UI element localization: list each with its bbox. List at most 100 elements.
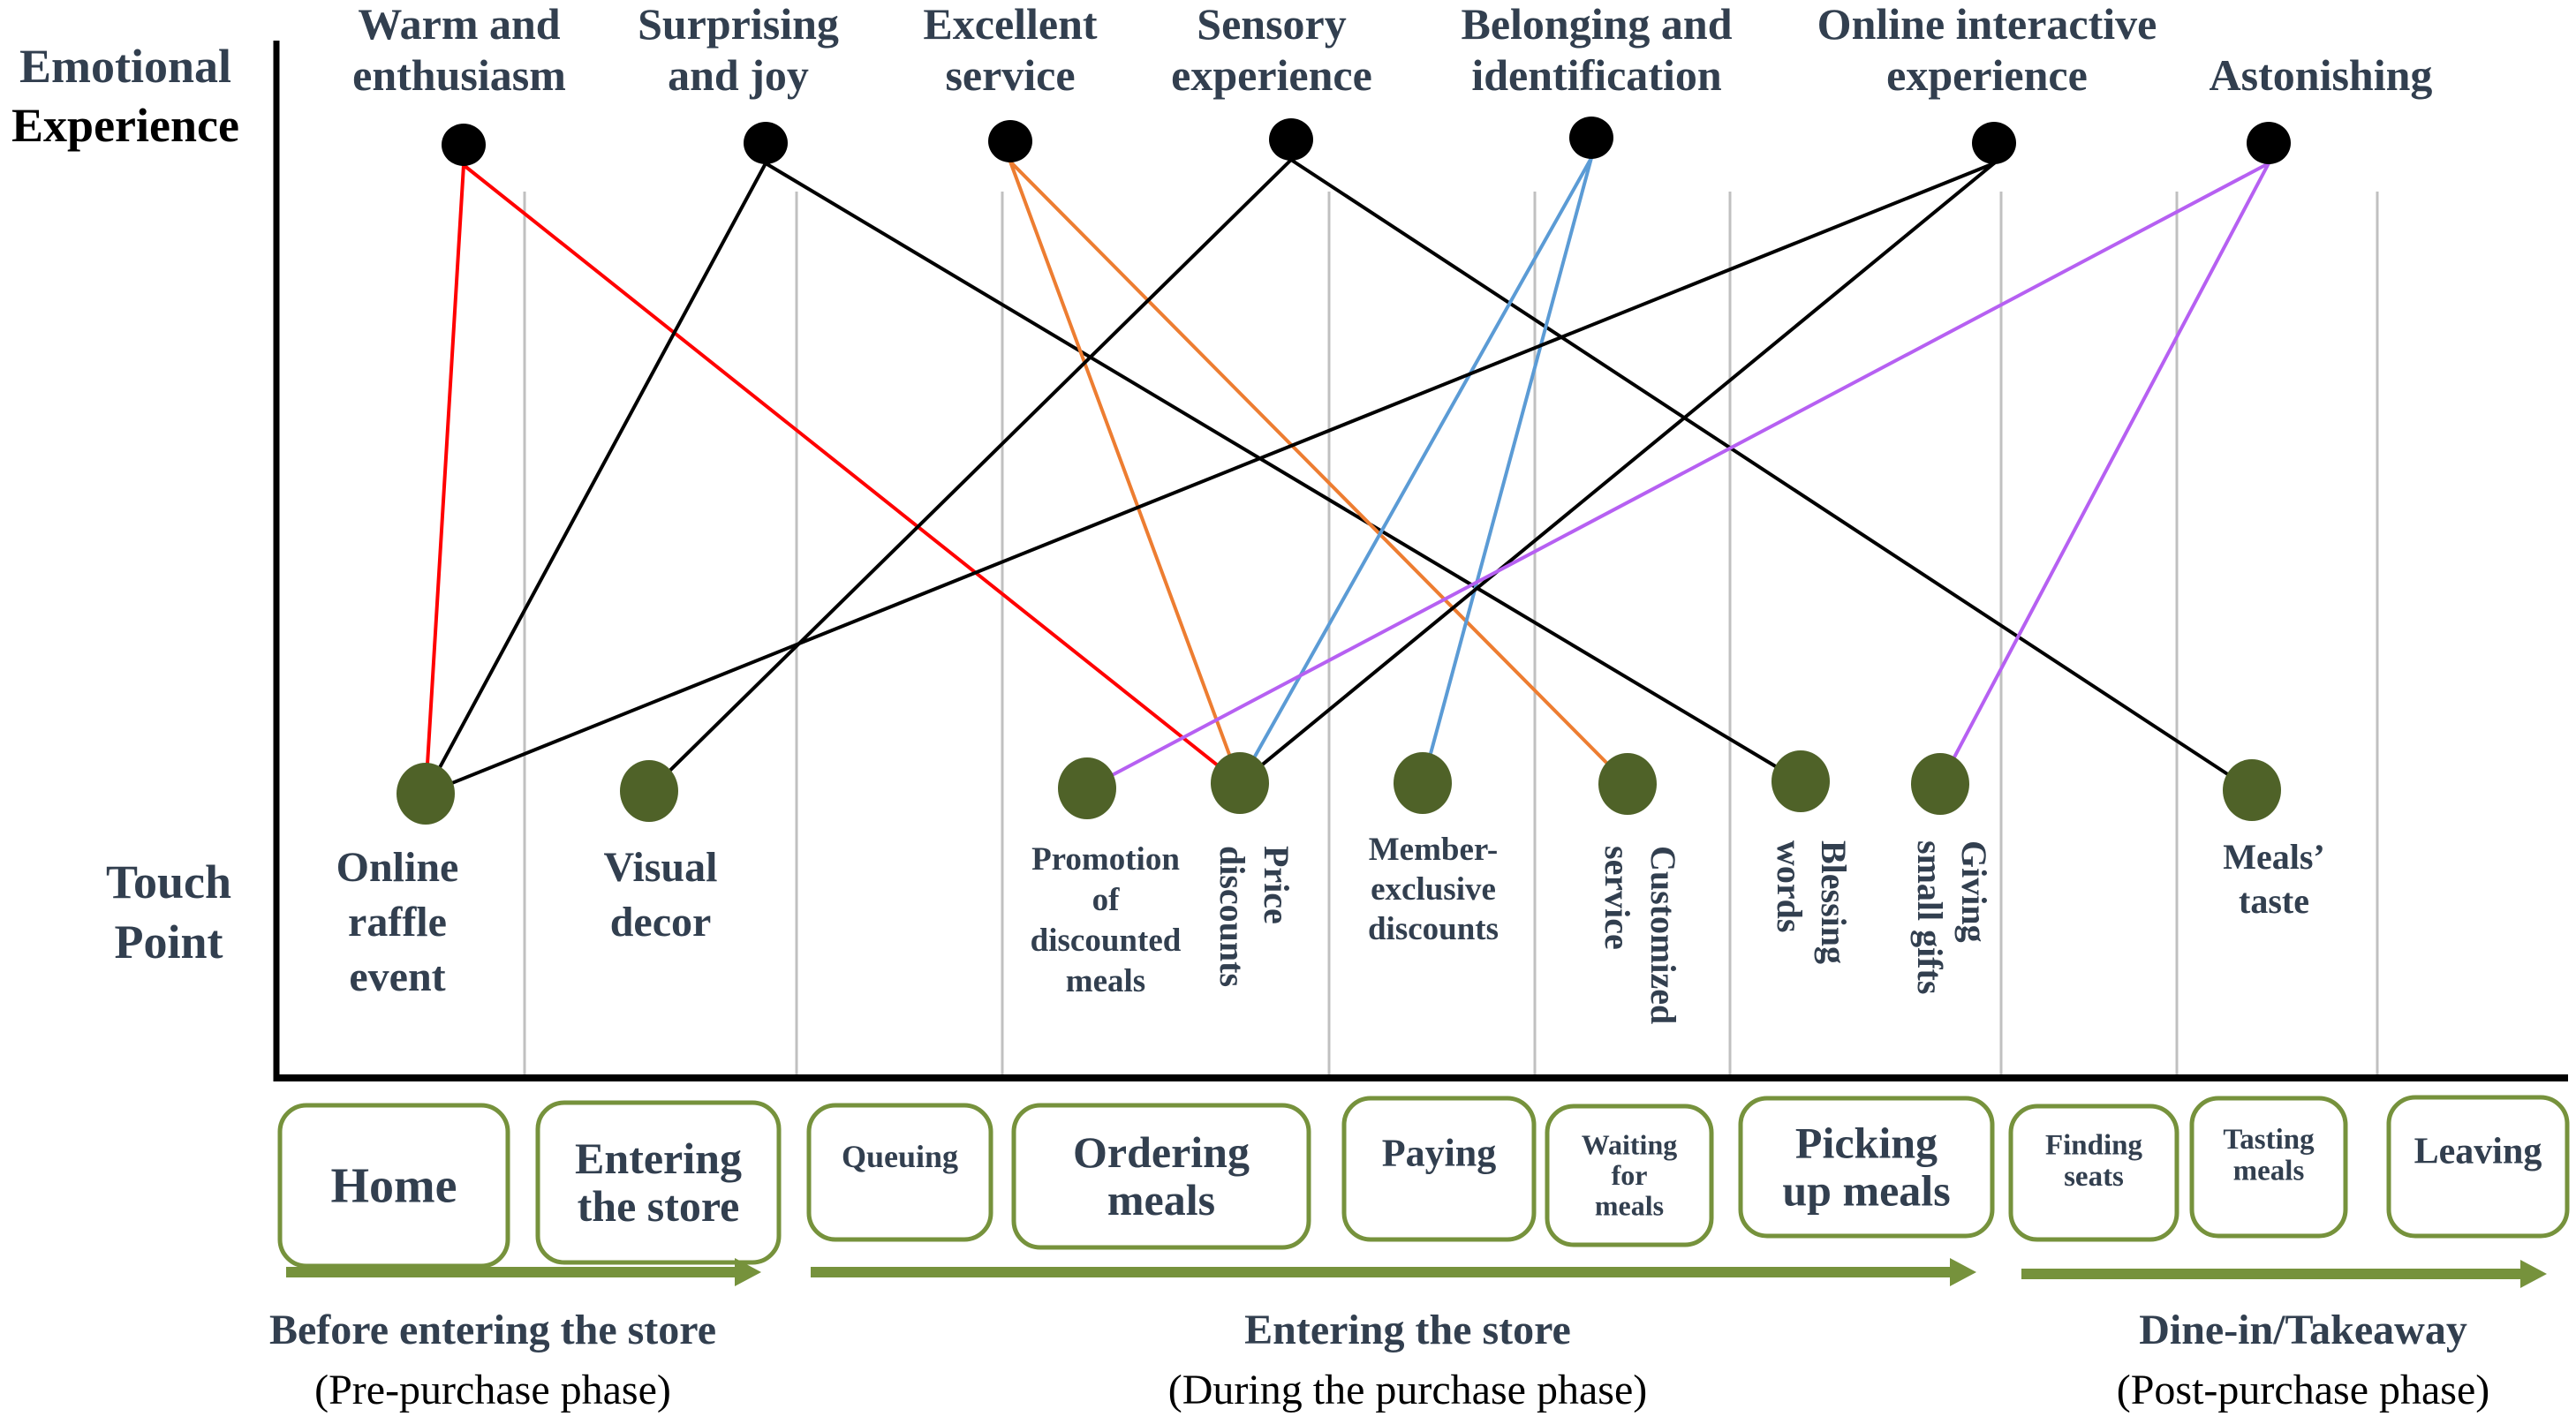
touch-point-label-line: raffle bbox=[348, 899, 447, 946]
phase-arrow-head-icon bbox=[735, 1258, 761, 1286]
touch-point-label-line: Price bbox=[1257, 846, 1296, 924]
emotion-label: Online interactive bbox=[1817, 0, 2157, 49]
touch-point-label-line: of bbox=[1092, 882, 1121, 918]
stage-label: Paying bbox=[1382, 1132, 1497, 1175]
stage-box bbox=[1341, 1096, 1537, 1242]
touch-point-node bbox=[2223, 759, 2281, 821]
phase-arrow-shaft bbox=[811, 1267, 1952, 1277]
stage-box bbox=[2008, 1104, 2179, 1242]
stage-label: Entering bbox=[575, 1134, 742, 1183]
link-astonishing-to-giving_gifts bbox=[1951, 162, 2270, 762]
emotion-label: experience bbox=[1886, 50, 2088, 100]
phase-post: Dine-in/Takeaway(Post-purchase phase) bbox=[2021, 1260, 2547, 1413]
phase-arrow-head-icon bbox=[2520, 1260, 2547, 1288]
link-warm-to-online_raffle bbox=[425, 163, 465, 769]
emotion-node bbox=[988, 120, 1032, 162]
link-surprising-to-blessing_words bbox=[764, 162, 1779, 770]
stage-label: Leaving bbox=[2414, 1131, 2542, 1172]
link-belonging-to-member_exclusive bbox=[1428, 156, 1593, 759]
stage-label: meals bbox=[1595, 1190, 1664, 1222]
stage-box bbox=[2386, 1095, 2570, 1239]
stage-label: Queuing bbox=[842, 1139, 958, 1174]
touch-point-visual_decor: Visual decor bbox=[604, 760, 718, 946]
stage-label: seats bbox=[2064, 1161, 2124, 1193]
stage-label: meals bbox=[2233, 1156, 2305, 1187]
touch-point-label-line: words bbox=[1770, 840, 1809, 932]
touch-point-node bbox=[1058, 757, 1116, 819]
touch-point-node bbox=[1211, 752, 1269, 814]
touch-point-node bbox=[397, 763, 455, 825]
link-excellent-to-price_discounts bbox=[1008, 160, 1233, 759]
touch-point-label-line: discounted bbox=[1031, 923, 1182, 959]
link-belonging-to-price_discounts bbox=[1251, 156, 1593, 761]
touch-point-label-line: event bbox=[349, 953, 445, 1000]
touch-point-label-line: Member- bbox=[1369, 832, 1499, 868]
phase-title: Entering the store bbox=[1244, 1307, 1571, 1353]
axes bbox=[273, 41, 2568, 1081]
stage-label: Ordering bbox=[1073, 1127, 1250, 1177]
axis-title-top-line-1: Emotional bbox=[19, 40, 231, 93]
link-sensory-to-meals_taste bbox=[1289, 158, 2232, 777]
touch-point-label-line: Customized bbox=[1643, 846, 1683, 1024]
emotion-node bbox=[1972, 122, 2016, 164]
emotion-label: experience bbox=[1171, 50, 1372, 100]
stage-box bbox=[2189, 1096, 2348, 1239]
touch-point-node bbox=[620, 760, 678, 822]
touch-point-label-line: Promotion bbox=[1031, 841, 1180, 878]
stage-label: up meals bbox=[1782, 1166, 1950, 1216]
emotion-node bbox=[1269, 118, 1313, 161]
stage-box bbox=[1545, 1104, 1714, 1247]
touch-point-label-line: exclusive bbox=[1371, 871, 1496, 908]
touch-point-label-line: Visual bbox=[604, 844, 718, 891]
touch-point-node bbox=[1771, 750, 1830, 812]
touch-point-label: Touch Point bbox=[106, 855, 231, 968]
phase-subtitle: (Pre-purchase phase) bbox=[314, 1367, 671, 1413]
phase-arrow-shaft bbox=[286, 1267, 737, 1277]
links bbox=[425, 156, 2270, 786]
touch-point-label-line: decor bbox=[610, 899, 712, 946]
stage-leaving: Leaving bbox=[2386, 1095, 2570, 1239]
stage-label: Picking bbox=[1795, 1119, 1938, 1168]
emotion-label: identification bbox=[1471, 50, 1722, 100]
emotion-label: Warm and bbox=[358, 0, 560, 49]
touch-point-label-line: service bbox=[1598, 846, 1637, 950]
axis-title-bottom-line-2: Point bbox=[114, 915, 223, 968]
touch-point-node bbox=[1394, 752, 1452, 814]
stage-box bbox=[806, 1103, 993, 1242]
emotion-label: and joy bbox=[668, 50, 809, 100]
touch-point-label-line: Meals’ bbox=[2223, 837, 2325, 877]
stage-box bbox=[1011, 1103, 1311, 1250]
emotion-label: service bbox=[945, 50, 1075, 100]
emotion-label: Astonishing bbox=[2210, 50, 2433, 100]
link-online_interactive-to-online_raffle bbox=[449, 162, 1996, 786]
stage-box bbox=[535, 1100, 782, 1265]
touch-point-label-line: taste bbox=[2239, 881, 2309, 921]
emotion-label: Excellent bbox=[923, 0, 1098, 49]
journey-phases: Before entering the store(Pre-purchase p… bbox=[269, 1258, 2547, 1413]
stage-paying: Paying bbox=[1341, 1096, 1537, 1242]
phase-arrow-head-icon bbox=[1950, 1258, 1976, 1286]
link-excellent-to-customized_service bbox=[1008, 160, 1611, 766]
touch-point-label-line: discounts bbox=[1368, 911, 1499, 947]
stage-label: Home bbox=[330, 1158, 457, 1213]
stage-queuing: Queuing bbox=[806, 1103, 993, 1242]
link-warm-to-price_discounts bbox=[462, 163, 1220, 768]
